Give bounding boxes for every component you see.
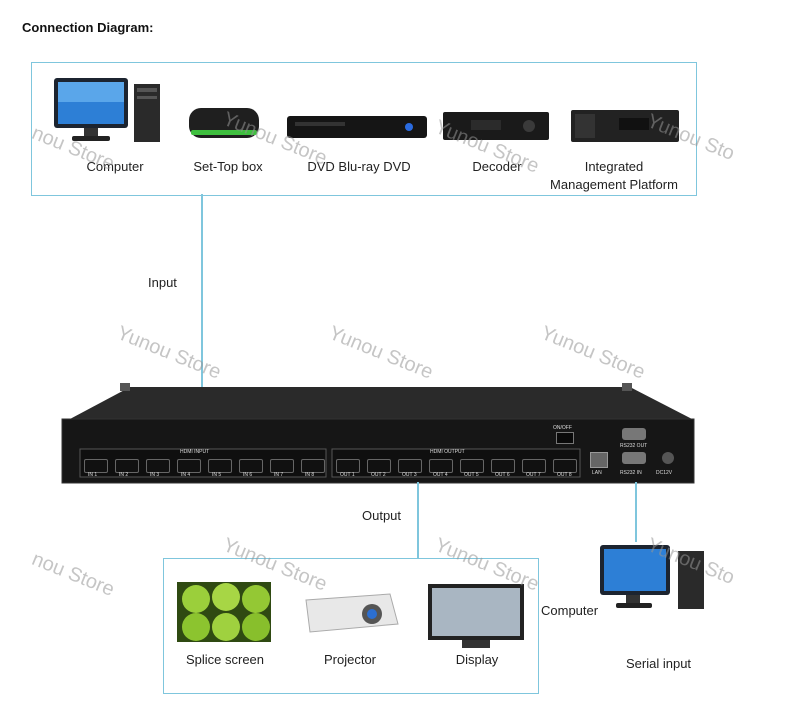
hdmi-in-port-label: IN 8 (305, 472, 315, 478)
dc-label: DC12V (656, 470, 673, 476)
splice-screen-icon (177, 582, 271, 642)
source-label-dvd: DVD Blu-ray DVD (307, 159, 411, 174)
hdmi-in-port-3 (146, 459, 170, 473)
hdmi-in-port-label: IN 2 (119, 472, 129, 478)
display-icon (428, 584, 524, 648)
hdmi-in-port-2 (115, 459, 139, 473)
lan-label: LAN (592, 470, 602, 476)
hdmi-out-port-5 (460, 459, 484, 473)
hdmi-output-header: HDMI OUTPUT (430, 449, 465, 455)
watermark: Yunou Store (325, 322, 437, 384)
hdmi-in-port-label: IN 6 (243, 472, 253, 478)
output-label-projector: Projector (323, 652, 377, 667)
output-label-splice-screen: Splice screen (185, 652, 265, 667)
hdmi-out-port-label: OUT 1 (340, 472, 355, 478)
projector-icon (305, 593, 399, 633)
serial-computer-icon (600, 545, 704, 609)
hdmi-out-port-4 (429, 459, 453, 473)
source-label-decoder: Decoder (472, 159, 522, 174)
hdmi-out-port-label: OUT 5 (464, 472, 479, 478)
hdmi-out-port-label: OUT 3 (402, 472, 417, 478)
output-line (417, 482, 419, 558)
rs232-in-port (622, 452, 646, 464)
hdmi-out-port-label: OUT 6 (495, 472, 510, 478)
hdmi-in-port-4 (177, 459, 201, 473)
hdmi-out-port-label: OUT 8 (557, 472, 572, 478)
hdmi-out-port-3 (398, 459, 422, 473)
rs232-out-label: RS232 OUT (620, 443, 648, 449)
power-switch (556, 432, 574, 444)
management-platform-icon (571, 110, 679, 142)
input-line (201, 194, 203, 388)
serial-computer-label: Computer (541, 603, 599, 618)
set-top-box-icon (189, 108, 259, 138)
hdmi-in-port-label: IN 5 (212, 472, 222, 478)
computer-icon (54, 78, 160, 142)
dvd-player-icon (287, 116, 427, 138)
serial-input-label: Serial input (626, 656, 692, 671)
watermark: Yunou Store (537, 322, 649, 384)
hdmi-out-port-label: OUT 2 (371, 472, 386, 478)
dc-jack (662, 452, 674, 464)
hdmi-in-port-1 (84, 459, 108, 473)
on-off-label: ON/OFF (553, 425, 572, 431)
source-label-set-top-box: Set-Top box (193, 159, 263, 174)
diagram-title: Connection Diagram: (22, 20, 154, 35)
hdmi-out-port-8 (553, 459, 577, 473)
watermark: nou Store (28, 548, 118, 601)
output-label-display: Display (455, 652, 499, 667)
source-label-computer: Computer (86, 159, 144, 174)
watermark: Yunou Store (113, 322, 225, 384)
rs232-out-port (622, 428, 646, 440)
hdmi-out-port-7 (522, 459, 546, 473)
decoder-icon (443, 112, 549, 140)
hdmi-out-port-6 (491, 459, 515, 473)
hdmi-out-port-label: OUT 4 (433, 472, 448, 478)
input-label: Input (148, 275, 177, 290)
hdmi-in-port-label: IN 4 (181, 472, 191, 478)
hdmi-in-port-label: IN 7 (274, 472, 284, 478)
hdmi-input-header: HDMI INPUT (180, 449, 210, 455)
rs232-in-label: RS232 IN (620, 470, 642, 476)
output-label: Output (362, 508, 402, 523)
hdmi-in-port-8 (301, 459, 325, 473)
hdmi-in-port-6 (239, 459, 263, 473)
hdmi-out-port-1 (336, 459, 360, 473)
lan-port (590, 452, 608, 468)
hdmi-out-port-2 (367, 459, 391, 473)
serial-line (635, 482, 637, 542)
hdmi-in-port-7 (270, 459, 294, 473)
source-label-management-platform: Integrated Management Platform (550, 159, 678, 192)
hdmi-in-port-label: IN 1 (88, 472, 98, 478)
hdmi-out-port-label: OUT 7 (526, 472, 541, 478)
hdmi-in-port-5 (208, 459, 232, 473)
hdmi-in-port-label: IN 3 (150, 472, 160, 478)
